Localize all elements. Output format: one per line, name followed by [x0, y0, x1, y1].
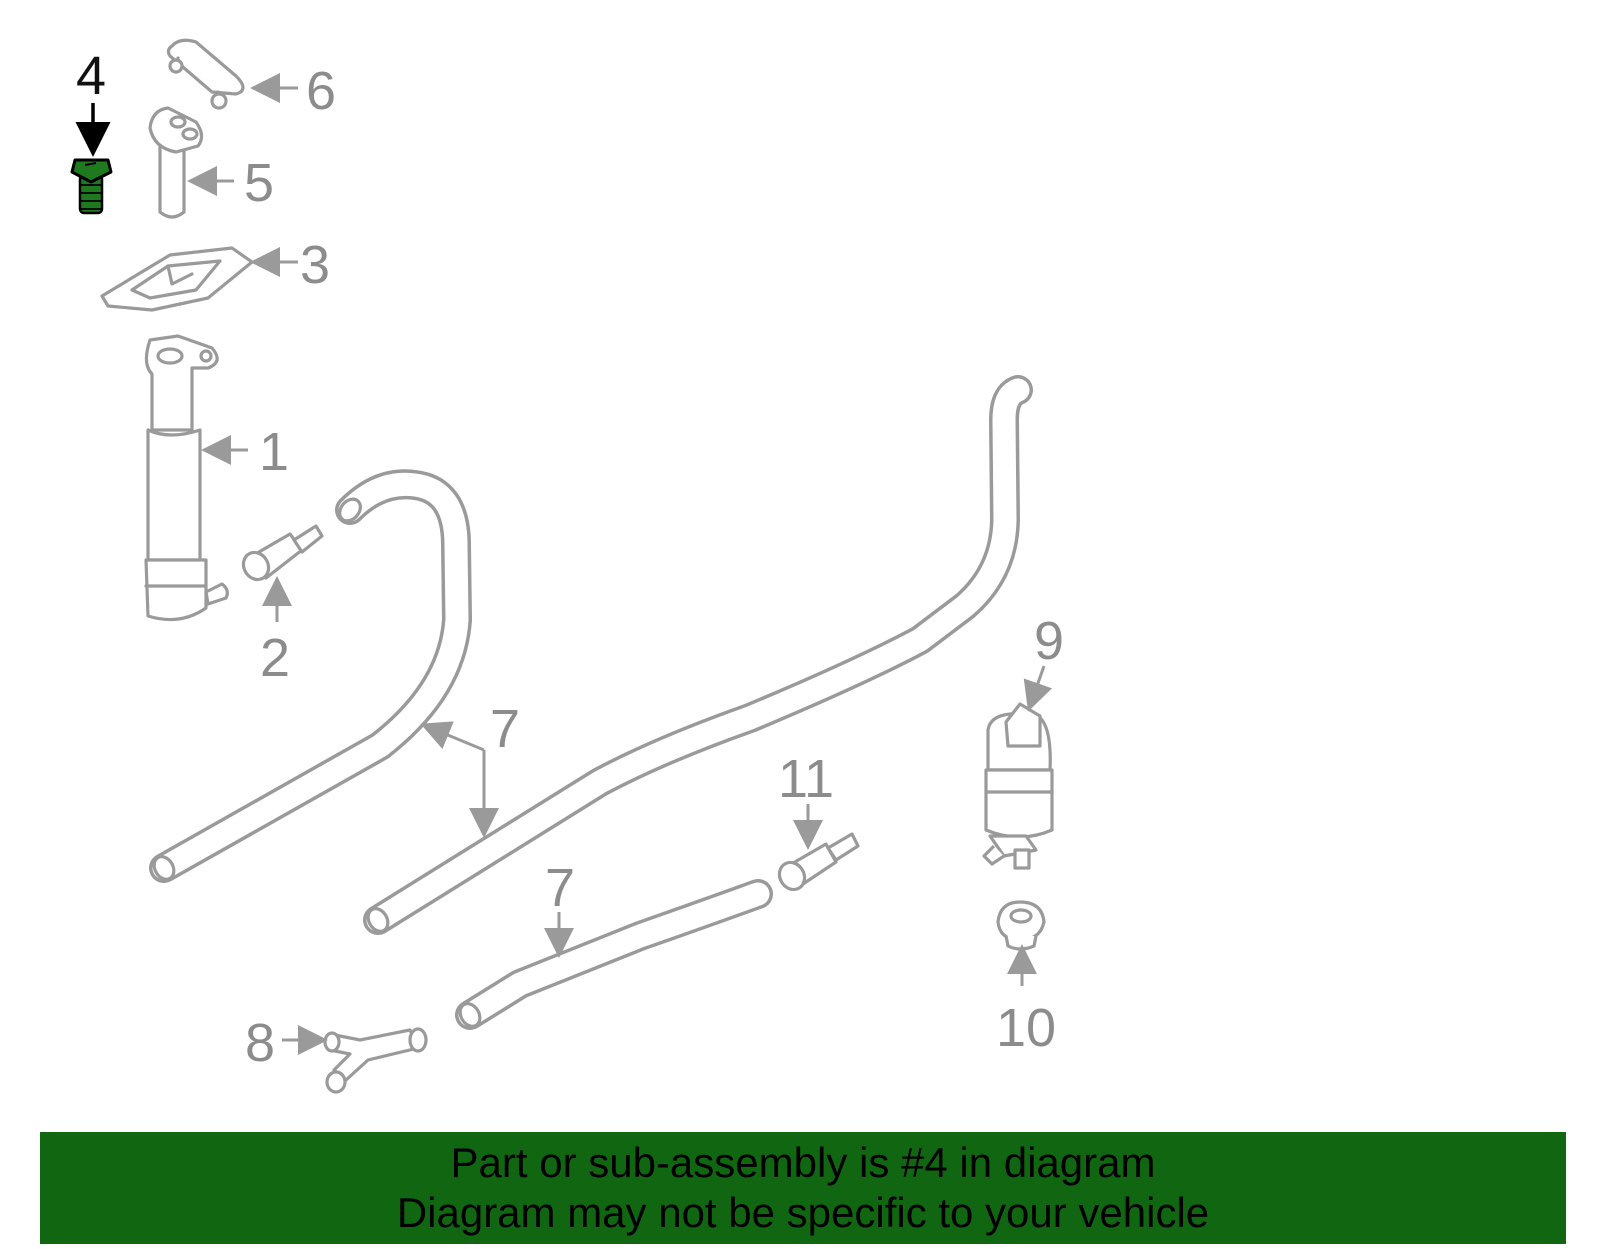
part-5-nozzle[interactable]	[148, 106, 204, 219]
part-7-hose-lower[interactable]	[455, 879, 773, 1030]
leader-7a	[420, 721, 485, 752]
callout-2: 2	[260, 628, 290, 688]
part-7-hose-long[interactable]	[363, 375, 1033, 935]
part-8-y-connector[interactable]	[323, 1027, 428, 1094]
callout-6: 6	[306, 61, 336, 121]
part-4-bolt[interactable]	[70, 158, 113, 215]
callout-1: 1	[259, 422, 289, 482]
part-7-hose-upper[interactable]	[149, 469, 472, 883]
callout-4: 4	[76, 46, 106, 106]
callout-7b: 7	[545, 858, 575, 918]
info-banner: Part or sub-assembly is #4 in diagram Di…	[40, 1132, 1566, 1244]
banner-line-2: Diagram may not be specific to your vehi…	[396, 1189, 1210, 1236]
callout-3: 3	[300, 235, 330, 295]
callout-11: 11	[778, 749, 834, 809]
part-6-cover[interactable]	[166, 38, 245, 110]
part-10-grommet[interactable]	[996, 900, 1046, 951]
callout-7a: 7	[490, 699, 520, 759]
part-1-cylinder[interactable]	[144, 334, 229, 622]
part-9-pump[interactable]	[982, 702, 1054, 870]
leader-9	[1023, 665, 1053, 712]
part-3-gasket[interactable]	[100, 246, 254, 312]
part-2-connector[interactable]	[239, 524, 324, 584]
callout-10: 10	[996, 998, 1056, 1058]
callout-9: 9	[1034, 611, 1064, 671]
callout-8: 8	[245, 1013, 275, 1073]
callout-5: 5	[244, 153, 274, 213]
banner-line-1: Part or sub-assembly is #4 in diagram	[450, 1139, 1156, 1186]
part-11-connector[interactable]	[775, 832, 860, 894]
